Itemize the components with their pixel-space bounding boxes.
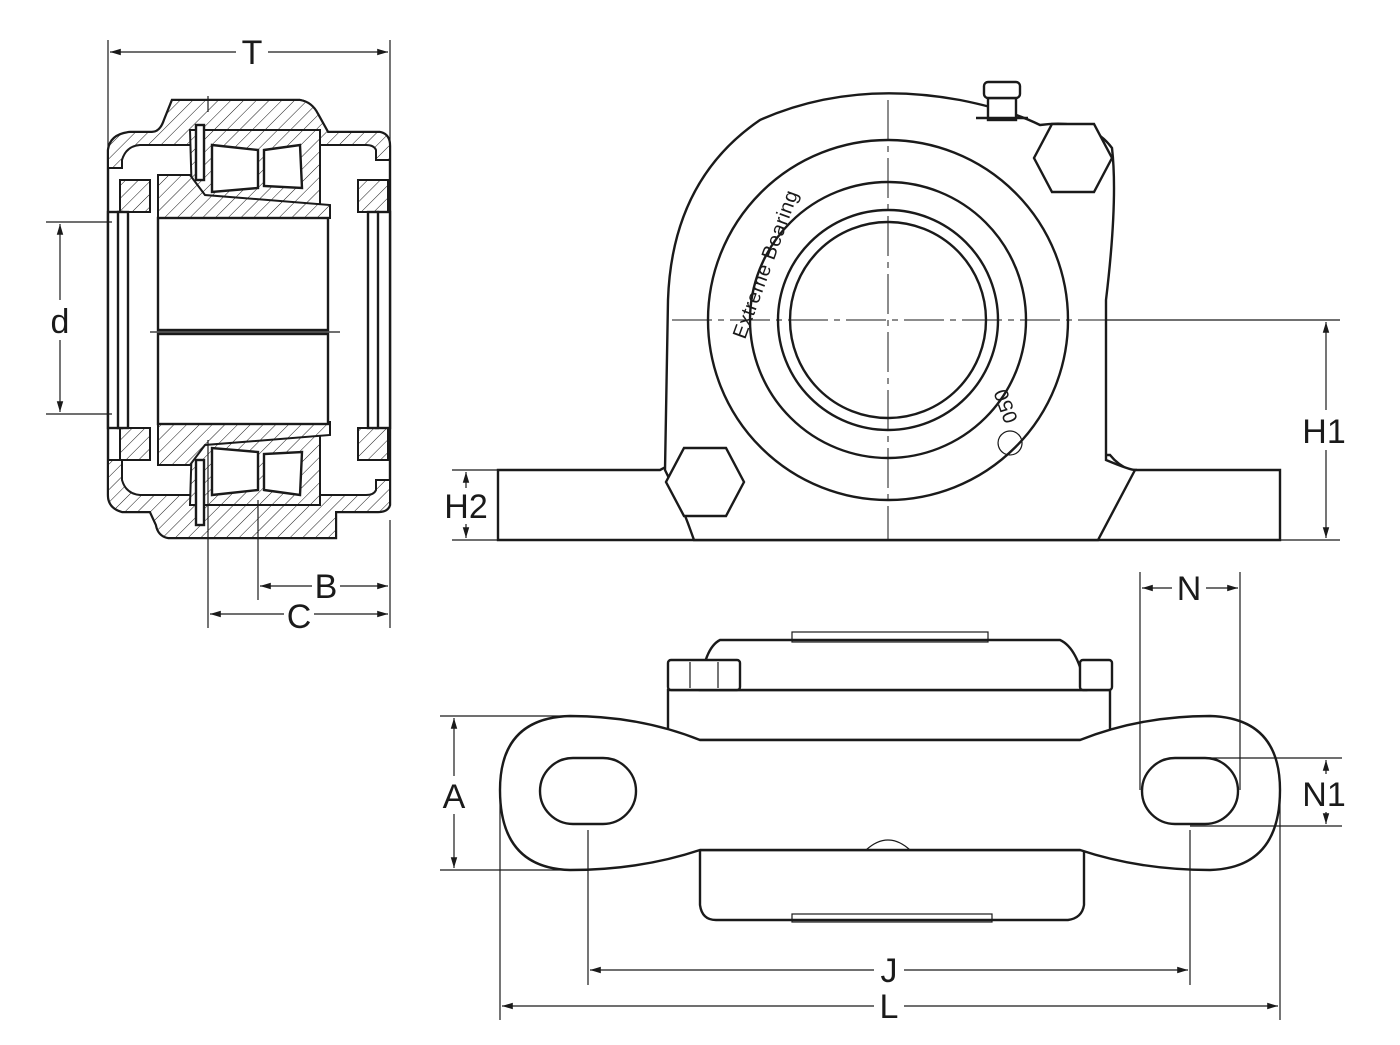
dimension-c: C — [207, 440, 388, 636]
dim-label-d: d — [51, 303, 70, 341]
dim-label-h1: H1 — [1302, 413, 1345, 451]
dimension-n: N — [1139, 570, 1241, 790]
section-view — [106, 96, 392, 540]
dim-label-t: T — [242, 34, 263, 72]
dimension-d: d — [44, 221, 112, 415]
dim-label-c: C — [287, 598, 312, 636]
front-view: Extreme Bearing 050 — [496, 80, 1282, 542]
dim-label-j: J — [881, 952, 898, 990]
dim-label-b: B — [315, 568, 338, 606]
dimension-a: A — [438, 715, 570, 871]
dim-label-l: L — [880, 988, 899, 1026]
dimension-j: J — [587, 830, 1191, 990]
dimension-h1: H1 — [1106, 319, 1350, 541]
top-view — [498, 631, 1282, 923]
dim-label-n: N — [1177, 570, 1202, 608]
dim-label-h2: H2 — [444, 488, 487, 526]
dim-label-n1: N1 — [1302, 776, 1345, 814]
dimension-l: L — [499, 800, 1281, 1026]
dimension-h2: H2 — [440, 469, 500, 541]
dimension-t: T — [107, 34, 391, 180]
dim-label-a: A — [443, 778, 466, 816]
dimension-n1: N1 — [1190, 757, 1350, 827]
dimension-b: B — [257, 500, 391, 628]
